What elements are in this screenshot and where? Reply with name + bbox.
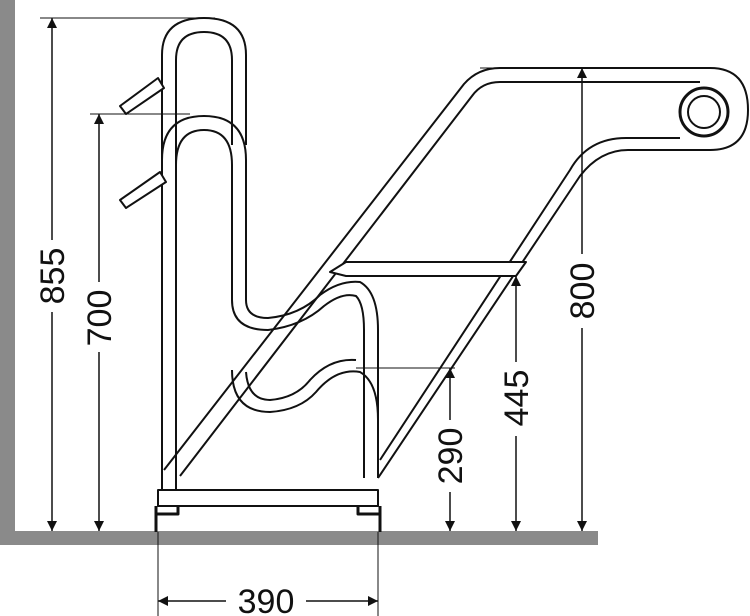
rear-loop-outer — [161, 115, 379, 478]
dimension-labels: 855 700 290 445 800 390 — [34, 240, 602, 616]
lower-hook — [119, 171, 167, 209]
back-frame-inner — [175, 31, 233, 490]
dimension-reference-lines — [40, 17, 595, 616]
wall-and-floor — [0, 0, 598, 545]
lower-support-inner — [245, 358, 357, 401]
lower-support-outer — [231, 369, 379, 421]
wall — [0, 0, 15, 545]
diagonal-rail-inner — [179, 81, 700, 477]
diagonal-rail-outer — [163, 67, 749, 479]
rear-loop-inner — [175, 129, 365, 478]
label-base-width: 390 — [238, 583, 295, 616]
floor — [0, 531, 598, 545]
label-bottom-step-height: 290 — [432, 428, 470, 485]
pipe-end-outer — [678, 86, 730, 138]
label-top-step-height: 800 — [564, 263, 602, 320]
diagonal-rail-lower — [379, 137, 680, 461]
label-overall-height: 855 — [34, 248, 72, 305]
pipe-end-inner — [687, 95, 721, 129]
middle-step — [329, 261, 527, 277]
base-feet — [154, 506, 382, 532]
base-plate — [157, 489, 379, 507]
upper-hook — [119, 77, 165, 115]
step-stand-frame — [119, 17, 749, 532]
label-middle-step-height: 445 — [498, 370, 536, 427]
label-handrail-height: 700 — [81, 290, 119, 347]
